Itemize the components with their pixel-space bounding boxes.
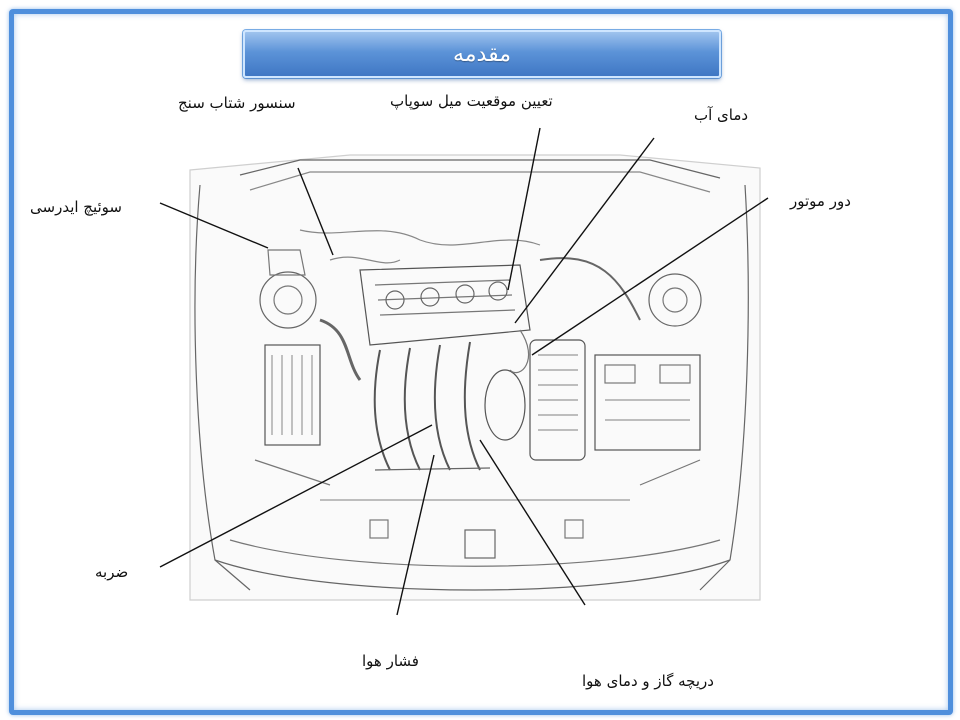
- callout-accelerometer-sensor: سنسور شتاب سنج: [178, 94, 296, 112]
- leader-ac: [159, 202, 269, 249]
- engine-bay-drawing: [189, 154, 761, 601]
- leader-lines: [159, 127, 769, 616]
- callout-water-temp: دمای آب: [694, 106, 749, 124]
- leader-accel: [297, 167, 334, 256]
- callout-knock: ضربه: [95, 563, 129, 581]
- callout-ac-switch: سوئیچ ایدرسی: [30, 198, 122, 216]
- title-banner: مقدمه: [243, 30, 721, 78]
- leader-knock: [159, 424, 433, 568]
- slide-title: مقدمه: [452, 41, 512, 67]
- leader-throttle-air: [479, 439, 586, 606]
- callout-engine-rpm: دور موتور: [790, 192, 851, 210]
- leader-water: [514, 137, 655, 324]
- callout-throttle-position: تعیین موقعیت میل سوپاپ: [390, 92, 553, 110]
- callout-air-pressure: فشار هوا: [362, 652, 419, 670]
- leader-air-pressure: [396, 454, 435, 616]
- callout-throttle-air-temp: دریچه گاز و دمای هوا: [582, 672, 714, 690]
- leader-rpm: [531, 197, 769, 356]
- leader-throttle-pos: [507, 127, 541, 291]
